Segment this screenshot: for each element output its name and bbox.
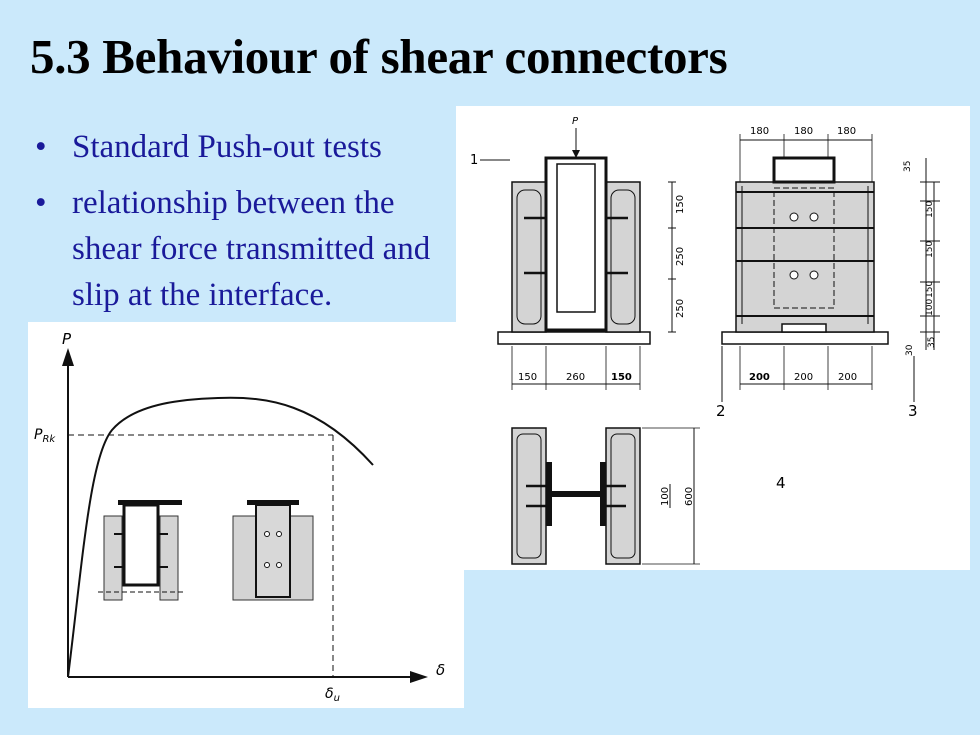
delta-u-label: δu: [325, 686, 340, 704]
front-bottom-dim-1: 150: [518, 372, 537, 383]
push-out-specimen-drawing: P 1 150 250 250 150 260 150: [456, 106, 970, 570]
bullet-dot: •: [35, 185, 47, 221]
side-view: 180 180 180 200 200 200 35 150 150 150 1…: [716, 126, 940, 420]
bullet-item: • relationship between the shear force tr…: [35, 180, 455, 318]
plan-dim-600: 600: [684, 487, 695, 506]
load-label: P: [572, 116, 579, 127]
side-right-dim-35b: 35: [927, 337, 937, 348]
specimen-front-thumbnail: [98, 500, 184, 601]
side-top-dim-2: 180: [794, 126, 813, 137]
bullet-list: • Standard Push-out tests • relationship b…: [35, 124, 455, 328]
front-bottom-dim-3: 150: [611, 372, 632, 383]
plan-dim-100: 100: [660, 487, 671, 506]
side-top-dim-3: 180: [837, 126, 856, 137]
side-bottom-dim-2: 200: [794, 372, 813, 383]
callout-3: 3: [908, 402, 918, 420]
side-right-dim-30: 30: [905, 344, 915, 356]
prk-label: PRk: [34, 427, 56, 445]
load-slip-curve: [67, 396, 374, 678]
side-right-dim-150a: 150: [925, 201, 935, 218]
bullet-text: relationship between the shear force tra…: [72, 185, 431, 313]
x-axis-arrow: [410, 671, 428, 683]
bullet-item: • Standard Push-out tests: [35, 124, 455, 170]
load-slip-figure: P δ PRk δu: [28, 322, 464, 708]
side-bottom-dim-1: 200: [749, 372, 770, 383]
side-top-dim-1: 180: [750, 126, 769, 137]
specimen-side-thumbnail: [232, 500, 314, 601]
front-dim-250: 250: [675, 247, 686, 266]
y-axis-arrow: [62, 348, 74, 366]
bullet-text: Standard Push-out tests: [72, 129, 382, 165]
slide-title: 5.3 Behaviour of shear connectors: [30, 29, 728, 84]
side-right-dim-150c: 150: [925, 281, 935, 298]
side-right-dim-150b: 150: [925, 241, 935, 258]
bullet-dot: •: [35, 129, 47, 165]
callout-4: 4: [776, 474, 786, 492]
side-right-dim-35: 35: [903, 161, 913, 172]
callout-2: 2: [716, 402, 726, 420]
front-view: P 1 150 250 250 150 260 150: [470, 116, 686, 390]
specimen-drawing: P 1 150 250 250 150 260 150: [470, 116, 940, 565]
side-bottom-dim-3: 200: [838, 372, 857, 383]
side-right-dim-100: 100: [925, 299, 935, 316]
x-axis-label: δ: [436, 661, 445, 679]
y-axis-label: P: [62, 330, 72, 348]
front-dim-150: 150: [675, 195, 686, 214]
load-slip-chart: P δ PRk δu: [34, 330, 445, 704]
front-dim-250b: 250: [675, 299, 686, 318]
front-bottom-dim-2: 260: [566, 372, 585, 383]
plan-view: 100 600 4: [511, 427, 786, 565]
callout-1: 1: [470, 153, 478, 168]
